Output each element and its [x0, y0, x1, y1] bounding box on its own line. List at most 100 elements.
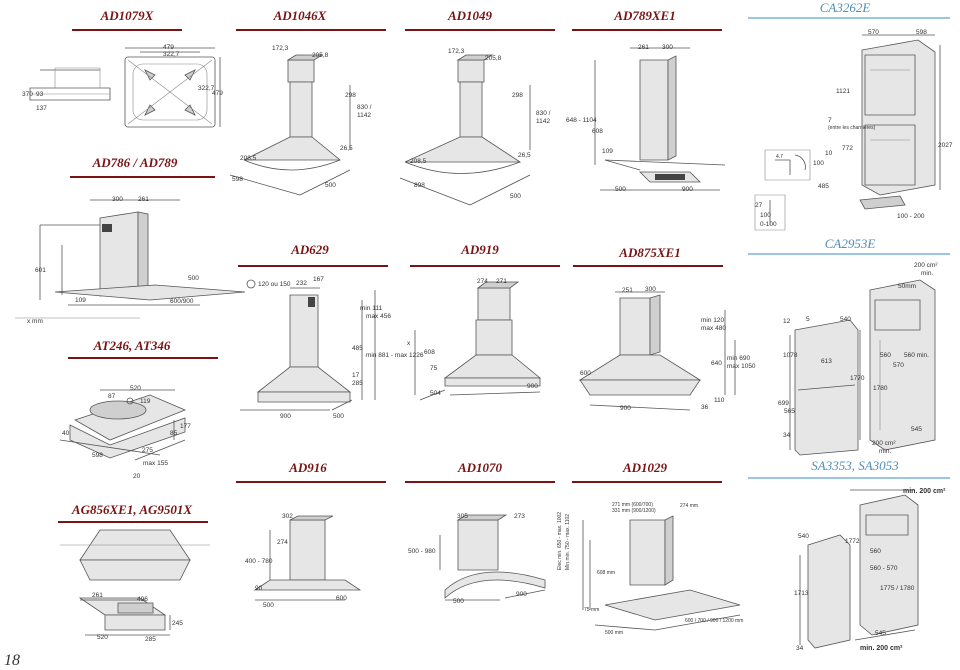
dim-ag856-2: 496 — [137, 596, 148, 603]
dim-ad1070-3: 500 - 980 — [408, 548, 436, 555]
at246-drawing — [60, 390, 185, 460]
dim-sa3353-9: 545 — [875, 630, 886, 637]
dim-ad1029-2: 331 mm (900/1200) — [612, 508, 656, 514]
ag856-drawing — [60, 530, 210, 635]
sa3353-drawing — [800, 490, 918, 648]
rule-sa3353 — [748, 477, 950, 479]
dim-ad789-5: 109 — [602, 148, 613, 155]
dim-ad1079x-3: 370 — [22, 91, 33, 98]
dim-ad1079x-7: 479 — [212, 90, 223, 97]
dim-ad875-9: 110 — [714, 397, 725, 404]
dim-ad1029-6: Min.min. 750 - max. 1102 — [565, 513, 571, 570]
dim-sa3353-10: min. 200 cm² — [860, 645, 903, 652]
dim-ad1079x-4: 93 — [36, 91, 44, 98]
dim-sa3353-6: 560 - 570 — [870, 565, 898, 572]
dim-ad1029-5: Elec min. 650 - max. 1002 — [557, 511, 563, 570]
rule-ad916 — [236, 481, 386, 483]
dim-at246-5: 177 — [180, 423, 191, 430]
dim-sa3353-3: 1772 — [845, 538, 860, 545]
dim-ad1046x-1: 172,3 — [272, 45, 289, 52]
dim-ad629-3: 167 — [313, 276, 324, 283]
dim-ad919-6: 504 — [430, 390, 441, 397]
dim-ca2953e-8: 613 — [821, 358, 832, 365]
dim-ad875-5: 600 — [580, 370, 591, 377]
ad629-drawing — [240, 280, 375, 410]
dim-ad1029-9: 600 / 700 / 900 / 1200 mm — [685, 618, 744, 624]
title-ag856: AG856XE1, AG9501X — [71, 502, 193, 517]
dim-ag856-4: 520 — [97, 634, 108, 641]
dim-ad786-2: 261 — [138, 196, 149, 203]
dim-ad875-6: 640 — [711, 360, 722, 367]
dim-at246-1: 520 — [130, 385, 141, 392]
rule-ad1029 — [572, 481, 722, 483]
dim-ca2953e-17: 545 — [911, 426, 922, 433]
dim-ad789-3: 648 - 1104 — [566, 117, 597, 124]
dim-ad919-1: 274 — [477, 278, 488, 285]
dim-sa3353-1: min. 200 cm² — [903, 488, 946, 495]
dim-at246-9: max 155 — [143, 460, 168, 467]
dim-ad1049-5: 1142 — [536, 118, 550, 125]
dim-ad789-6: 500 — [615, 186, 626, 193]
dim-ad875-8: max 1050 — [727, 363, 756, 370]
dim-sa3353-7: 1775 / 1780 — [880, 585, 915, 592]
dim-ad786-1: 300 — [112, 196, 123, 203]
dim-ad786-5: 109 — [75, 297, 86, 304]
rule-ad1079x — [72, 29, 182, 31]
dim-ad1046x-9: 500 — [325, 182, 336, 189]
ca3262e-drawing — [755, 35, 940, 230]
title-ad1070: AD1070 — [457, 460, 503, 475]
dim-ad919-5: 75 — [430, 365, 438, 372]
dim-ad786-3: 601 — [35, 267, 46, 274]
dim-ad919-4: 608 — [424, 349, 435, 356]
dim-ad875-3: min 120 — [701, 317, 725, 324]
ad919-drawing — [415, 282, 540, 400]
dim-ad789-1: 261 — [638, 44, 649, 51]
dim-ca2953e-6: 540 — [840, 316, 851, 323]
dim-ad1029-7: 75 mm — [584, 607, 600, 613]
dim-sa3353-5: 1713 — [794, 590, 809, 597]
dim-ca3262e-13: 100 — [760, 212, 771, 219]
title-ad1046x: AD1046X — [273, 8, 327, 23]
title-ad1029: AD1029 — [622, 460, 668, 475]
rule-ag856 — [58, 521, 208, 523]
dim-ad789-2: 300 — [662, 44, 673, 51]
dim-ad1079x-5: 137 — [36, 105, 47, 112]
dim-sa3353-4: 560 — [870, 548, 881, 555]
dim-at246-2: 87 — [108, 393, 116, 400]
dim-ca2953e-19: min. — [879, 448, 892, 455]
dim-sa3353-2: 540 — [798, 533, 809, 540]
dim-ad1070-2: 273 — [514, 513, 525, 520]
dim-ca3262e-15: 4.7 — [776, 154, 783, 160]
dim-ca2953e-15: 565 — [784, 408, 795, 415]
dim-ca3262e-8: 100 — [813, 160, 824, 167]
dim-ad916-3: 400 - 780 — [245, 558, 273, 565]
dim-ad1049-2: 205,8 — [485, 55, 502, 62]
dim-ad1070-5: 900 — [516, 591, 527, 598]
dim-ad629-7: min 881 - max 1226 — [366, 352, 424, 359]
dim-ad875-7: min 690 — [727, 355, 751, 362]
dim-ad1046x-3: 298 — [345, 92, 356, 99]
title-at246: AT246, AT346 — [93, 338, 171, 353]
dim-ad1029-1: 271 mm (600/700) — [612, 502, 653, 508]
dim-ca2953e-4: 12 — [783, 318, 791, 325]
rule-ad1070 — [405, 481, 555, 483]
dim-ca2953e-5: 5 — [806, 316, 810, 323]
dim-ca3262e-5: (entre les charnières) — [828, 125, 876, 131]
dim-ad1070-4: 500 — [453, 598, 464, 605]
dim-ag856-1: 261 — [92, 592, 103, 599]
dim-ad1049-8: 898 — [414, 182, 425, 189]
dim-ad1049-4: 830 / — [536, 110, 551, 117]
ad786-drawing — [15, 200, 245, 318]
dim-ca3262e-12: 27 — [755, 202, 763, 209]
dim-ad1049-7: 208,5 — [410, 158, 427, 165]
title-ad875xe1: AD875XE1 — [619, 245, 681, 260]
dim-ad1049-6: 26,5 — [518, 152, 531, 159]
ad916-drawing — [255, 516, 360, 600]
dim-ad629-4: min 111 — [360, 305, 383, 312]
dim-ad1029-3: 274 mm — [680, 503, 699, 509]
dim-ad629-8: 285 — [352, 380, 363, 387]
dim-ad916-4: 90 — [255, 585, 263, 592]
dim-ad629-2: 232 — [296, 280, 307, 287]
ad789xe1-drawing — [595, 48, 725, 190]
dim-ad1046x-4: 830 / — [357, 104, 372, 111]
